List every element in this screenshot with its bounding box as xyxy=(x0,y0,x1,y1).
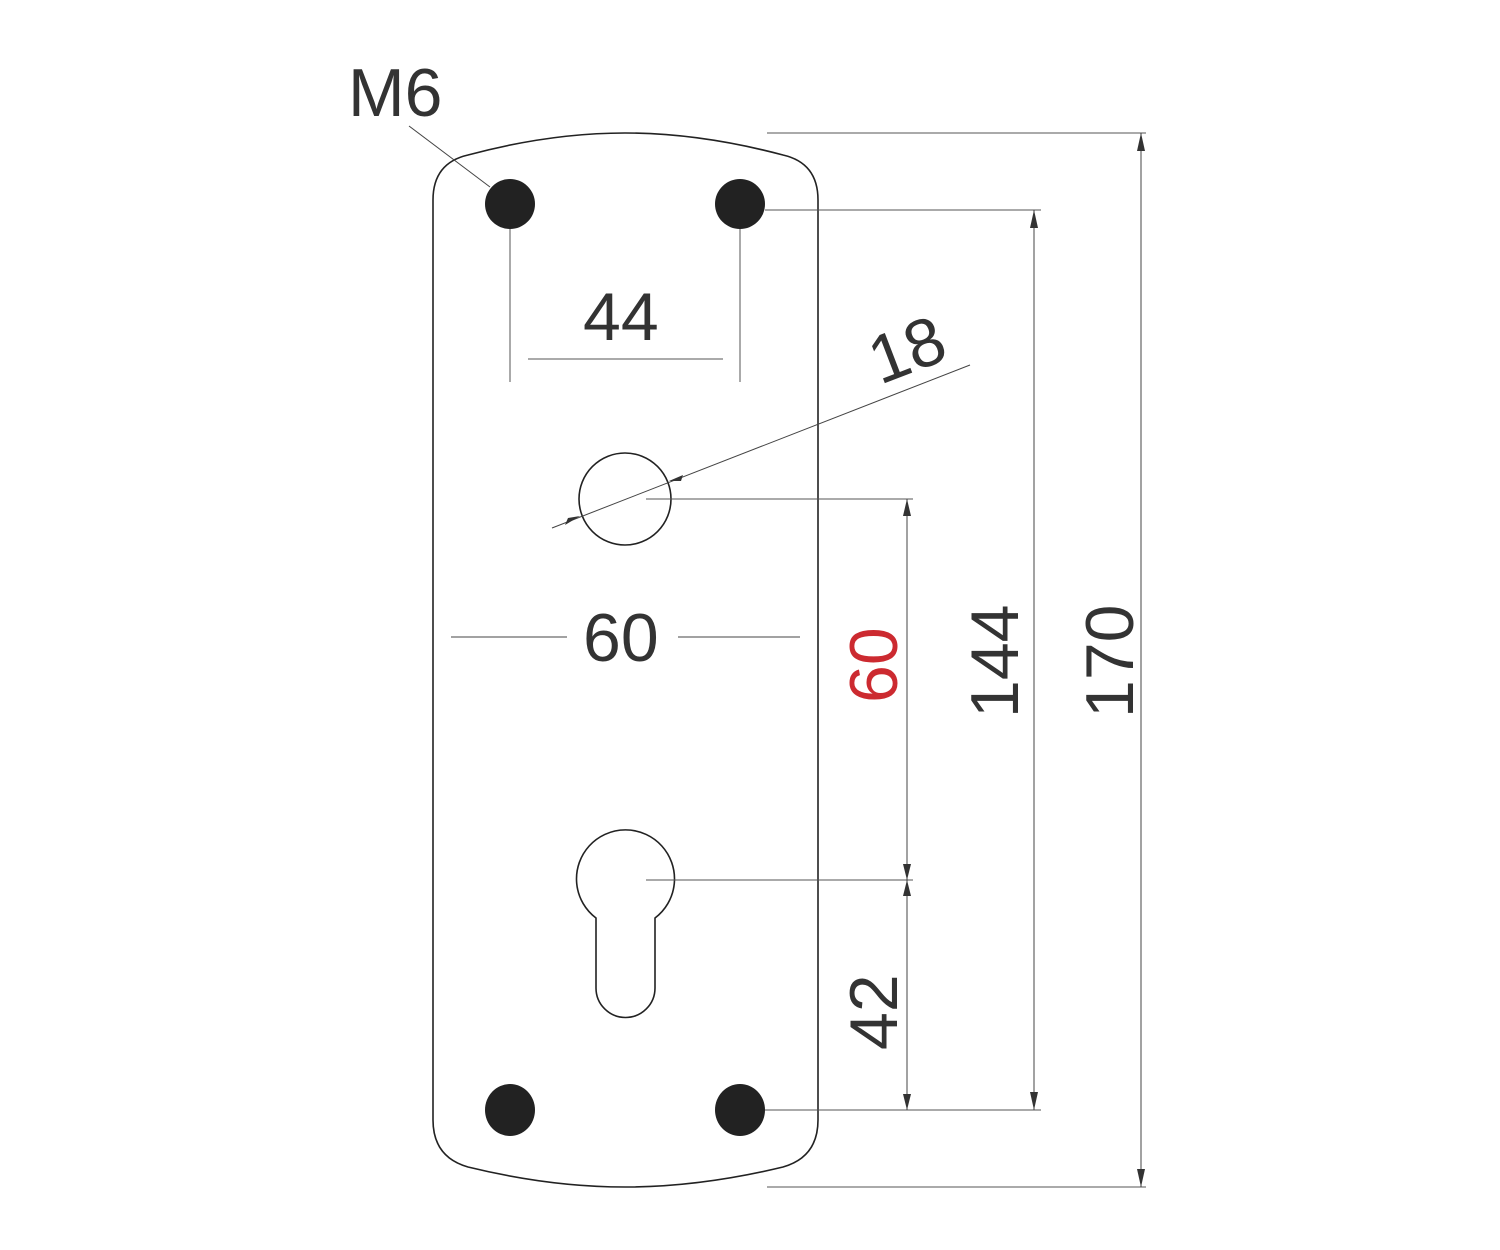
m6-leader-line xyxy=(408,125,491,188)
dim-18-label: 18 xyxy=(858,301,956,399)
dim-18-arrow-right xyxy=(669,475,683,481)
dim-144-arrow-bottom xyxy=(1030,1092,1038,1110)
screw-hole-bottom-left xyxy=(485,1084,535,1136)
dim-18-arrow-left xyxy=(565,516,580,525)
dim-42-arrow-top xyxy=(903,880,911,896)
m6-label: M6 xyxy=(348,55,442,131)
dim-60-vertical-label: 60 xyxy=(836,627,912,703)
dim-18-line xyxy=(551,364,971,529)
dim-42-label: 42 xyxy=(836,974,912,1050)
dim-44-label: 44 xyxy=(583,279,659,355)
screw-hole-bottom-right xyxy=(715,1084,765,1136)
dim-144-arrow-top xyxy=(1030,210,1038,228)
dim-170-arrow-bottom xyxy=(1137,1169,1145,1187)
dim-170-label: 170 xyxy=(1072,605,1148,718)
dim-60-arrow-bottom xyxy=(903,864,911,880)
screw-hole-top-left xyxy=(485,179,535,229)
dim-60-width-label: 60 xyxy=(583,600,659,676)
cylinder-keyhole xyxy=(575,829,676,1019)
dim-144-label: 144 xyxy=(957,605,1033,718)
dim-170-arrow-top xyxy=(1137,133,1145,151)
dim-60-arrow-top xyxy=(903,499,911,516)
backplate-outline xyxy=(432,132,819,1188)
dim-42-arrow-bottom xyxy=(903,1094,911,1110)
screw-hole-top-right xyxy=(715,179,765,229)
